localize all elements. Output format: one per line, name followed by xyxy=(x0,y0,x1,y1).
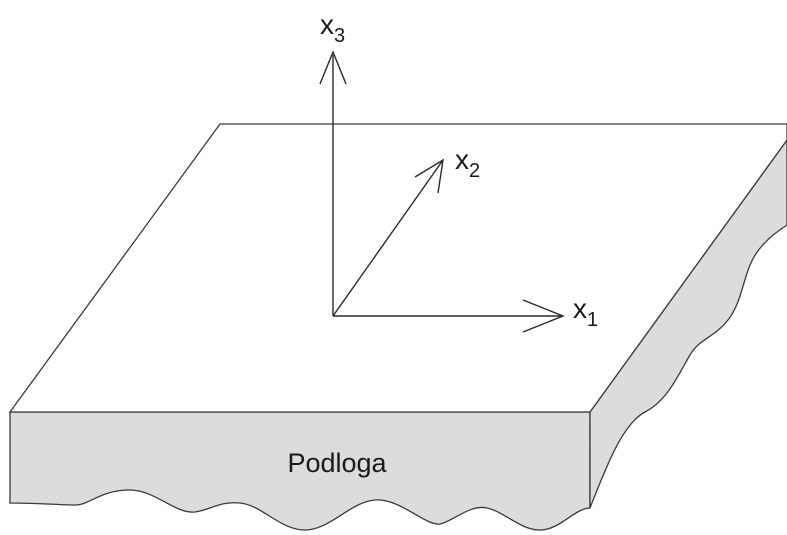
substrate-top-face xyxy=(8,123,787,413)
substrate-side-face xyxy=(589,138,787,509)
x3-axis-label: x3 xyxy=(320,9,345,47)
x2-arrowhead xyxy=(414,158,444,194)
x2-axis-label: x2 xyxy=(455,144,480,182)
x2-label-base: x xyxy=(455,144,469,175)
x1-arrowhead xyxy=(522,299,565,333)
substrate-front-face xyxy=(9,411,591,531)
x3-arrowhead xyxy=(319,50,347,85)
substrate-label: Podloga xyxy=(287,448,387,478)
x3-label-subscript: 3 xyxy=(334,25,345,47)
x2-label-subscript: 2 xyxy=(469,160,480,182)
x3-label-base: x xyxy=(320,9,334,40)
x1-label-subscript: 1 xyxy=(587,309,598,331)
x1-axis-label: x1 xyxy=(573,293,598,331)
x2-axis-line xyxy=(332,159,444,317)
x1-label-base: x xyxy=(573,293,587,324)
